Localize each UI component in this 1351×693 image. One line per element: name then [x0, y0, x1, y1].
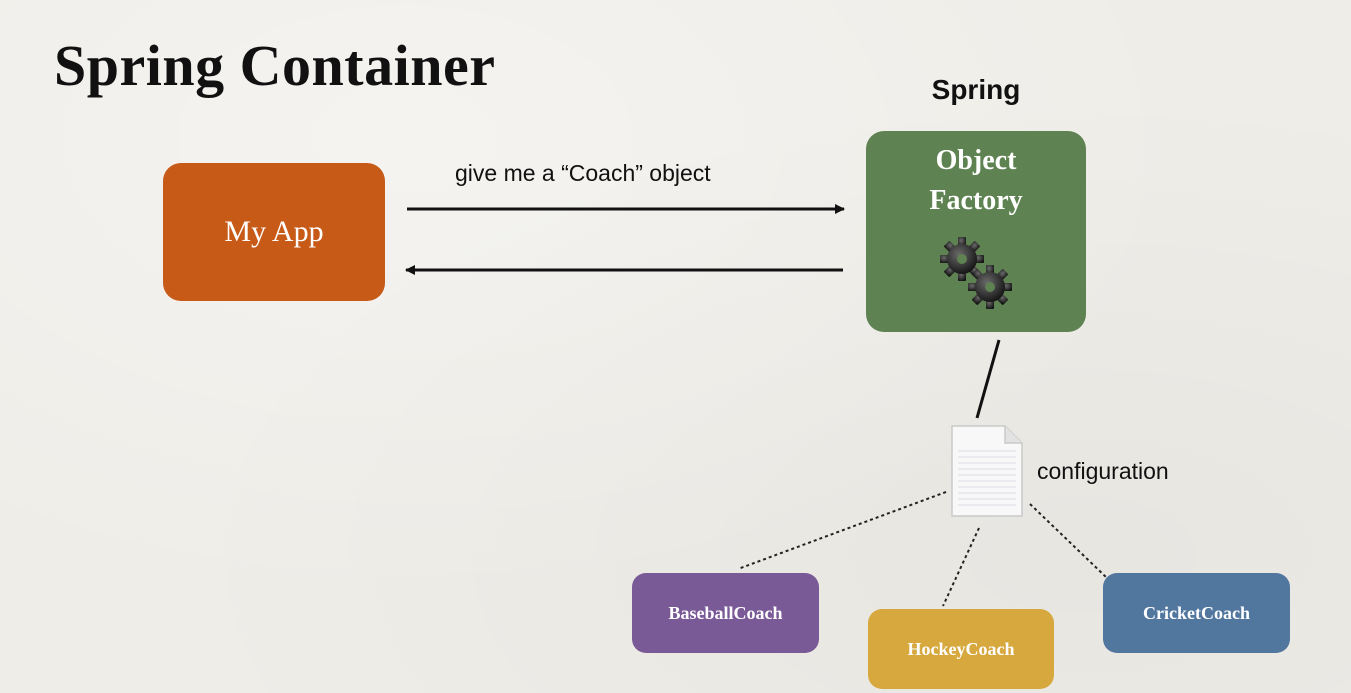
hockey-coach-box: HockeyCoach [868, 609, 1054, 689]
my-app-box: My App [163, 163, 385, 301]
document-icon [951, 425, 1023, 517]
object-factory-line1: Object [935, 145, 1017, 176]
configuration-label: configuration [1037, 458, 1169, 484]
page-title: Spring Container [54, 33, 496, 98]
gears-icon [940, 237, 1012, 309]
object-factory-title: Object Factory [866, 141, 1086, 221]
config-baseball-link [737, 491, 947, 570]
cricket-coach-box: CricketCoach [1103, 573, 1290, 653]
config-cricket-link [1029, 503, 1108, 579]
request-label: give me a “Coach” object [455, 160, 711, 186]
baseball-coach-label: BaseballCoach [668, 602, 783, 623]
my-app-label: My App [224, 215, 324, 248]
object-factory-box: Object Factory [866, 131, 1086, 332]
config-hockey-link [942, 527, 980, 607]
baseball-coach-box: BaseballCoach [632, 573, 819, 653]
factory-config-line [975, 339, 1001, 419]
hockey-coach-label: HockeyCoach [907, 638, 1015, 659]
cricket-coach-label: CricketCoach [1143, 602, 1250, 623]
object-factory-line2: Factory [929, 185, 1023, 216]
spring-label: Spring [931, 74, 1021, 105]
